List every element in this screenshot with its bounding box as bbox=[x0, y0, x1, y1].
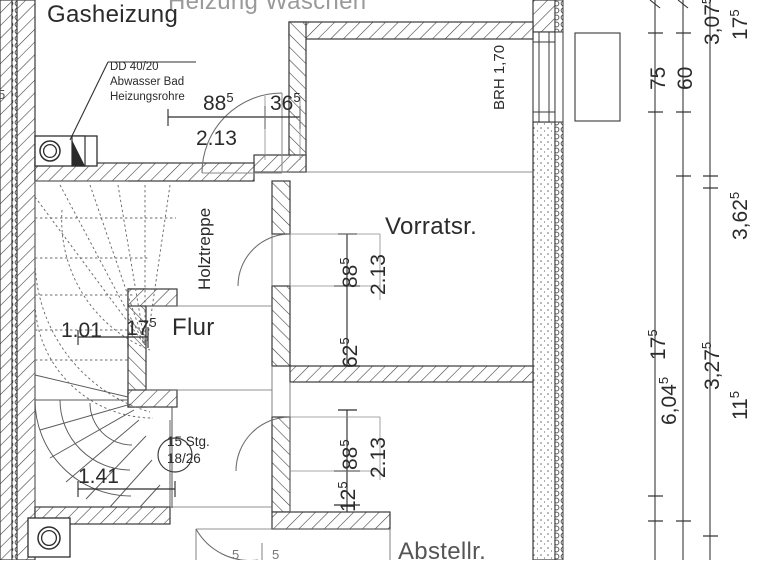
dim-bottom-cut-1: 5 bbox=[272, 548, 280, 562]
gas-boiler-icon bbox=[34, 135, 98, 167]
dim-chain-inner-0: 75 bbox=[647, 66, 670, 90]
room-label-gasheizung: Gasheizung bbox=[47, 1, 179, 28]
note-pipe-line3: Heizungsrohre bbox=[110, 91, 185, 103]
pipe-leader-line bbox=[69, 61, 196, 141]
dimension-line-stair-run bbox=[77, 481, 176, 497]
interior-wall-central bbox=[271, 180, 291, 513]
dimension-line-low-door bbox=[290, 409, 381, 512]
note-stair-count: 15 Stg. bbox=[167, 434, 210, 449]
dim-chain-far-0: 175 bbox=[727, 9, 752, 40]
room-label-flur: Flur bbox=[172, 314, 215, 341]
note-pipe-line1: DD 40/20 bbox=[110, 61, 159, 73]
room-label-abstellraum: Abstellr. bbox=[398, 540, 487, 564]
dim-mid-door-offset: 625 bbox=[337, 337, 362, 368]
room-label-top-partial: Heizung Waschen bbox=[168, 0, 367, 14]
dim-bottom-cut-0: 5 bbox=[232, 548, 240, 562]
dim-wall-thickness: 175 bbox=[126, 315, 157, 340]
dim-top-door-height: 2.13 bbox=[196, 127, 237, 150]
dimension-line-top-door bbox=[167, 96, 301, 160]
dim-low-door-width: 885 bbox=[337, 439, 362, 470]
dim-flur-width: 1.01 bbox=[61, 319, 102, 342]
dim-low-door-height: 2.13 bbox=[367, 437, 390, 478]
note-stair-riser: 18/26 bbox=[167, 451, 201, 466]
interior-wall-vorrat-bottom bbox=[289, 365, 534, 383]
label-holztreppe: Holztreppe bbox=[195, 207, 214, 290]
dim-chain-middle-0: 60 bbox=[674, 66, 697, 90]
note-pipe-line2: Abwasser Bad bbox=[110, 76, 185, 88]
dim-left-edge-cut: 5 bbox=[0, 87, 6, 102]
dim-chain-outer-0: 3,075 bbox=[699, 0, 724, 45]
dimension-chain-right bbox=[648, 0, 718, 560]
dim-mid-door-height: 2.13 bbox=[367, 254, 390, 295]
dim-chain-far-2: 115 bbox=[727, 390, 752, 420]
interior-walls-upper bbox=[34, 21, 534, 182]
floor-drain-icon bbox=[27, 517, 71, 558]
dimension-line-flur-width bbox=[77, 327, 149, 348]
door-swing-icon bbox=[195, 92, 291, 560]
dim-top-door-width: 885 bbox=[203, 90, 234, 115]
dim-stair-run: 1.41 bbox=[78, 465, 119, 488]
window-icon bbox=[532, 31, 621, 123]
dim-chain-middle-1: 6,045 bbox=[656, 376, 681, 425]
dim-low-door-offset: 125 bbox=[335, 481, 360, 512]
room-outlines bbox=[34, 171, 533, 560]
room-label-vorratsraum: Vorratsr. bbox=[385, 213, 478, 240]
dimension-line-mid-door bbox=[290, 233, 381, 367]
dim-chain-outer-1: 3,275 bbox=[699, 341, 724, 390]
exterior-wall-left bbox=[0, 0, 36, 560]
label-brh: BRH 1,70 bbox=[491, 44, 508, 110]
dim-top-door-offset: 365 bbox=[270, 90, 301, 115]
dim-chain-far-1: 3,625 bbox=[727, 191, 752, 240]
dim-chain-inner-1: 175 bbox=[645, 329, 670, 360]
staircase-holztreppe bbox=[34, 184, 193, 508]
stair-marker-circle bbox=[157, 437, 193, 473]
interior-walls-flur bbox=[34, 288, 391, 530]
dim-mid-door-width: 885 bbox=[337, 257, 362, 288]
